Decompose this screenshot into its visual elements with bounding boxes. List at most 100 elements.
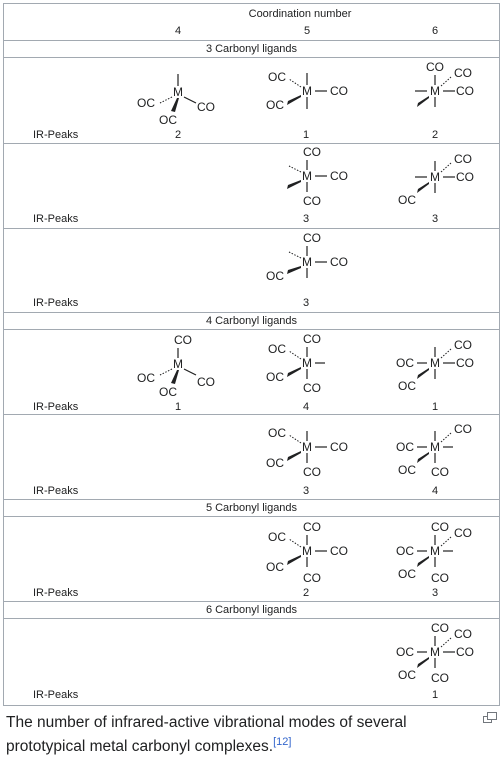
svg-text:OC: OC	[137, 371, 155, 385]
row-divider	[3, 228, 500, 229]
svg-text:M: M	[302, 356, 312, 370]
coordination-number-4: 4	[174, 25, 182, 37]
svg-text:CO: CO	[454, 338, 472, 352]
svg-text:CO: CO	[330, 169, 348, 183]
ir-peaks-label: IR-Peaks	[33, 689, 79, 701]
peak-count: 3	[302, 485, 310, 497]
svg-text:CO: CO	[174, 333, 192, 347]
svg-text:CO: CO	[456, 170, 474, 184]
svg-text:CO: CO	[431, 671, 449, 685]
svg-text:CO: CO	[454, 422, 472, 436]
svg-text:OC: OC	[398, 379, 416, 393]
structure-5coord-3co-b: CO CO M CO	[287, 145, 348, 208]
figure-caption: The number of infrared-active vibrationa…	[6, 711, 476, 759]
structure-octahedral-fac-3co: CO M CO CO	[415, 60, 474, 107]
svg-text:CO: CO	[454, 627, 472, 641]
peak-count: 1	[431, 401, 439, 413]
svg-text:CO: CO	[456, 84, 474, 98]
section-6-carbonyl: 6 Carbonyl ligands	[3, 601, 500, 619]
svg-text:OC: OC	[266, 456, 284, 470]
svg-text:CO: CO	[303, 231, 321, 245]
svg-text:OC: OC	[268, 426, 286, 440]
svg-text:OC: OC	[398, 463, 416, 477]
svg-text:CO: CO	[431, 621, 449, 635]
structure-octahedral-4co-b: CO M OC CO OC	[396, 422, 472, 479]
enlarge-icon[interactable]	[483, 712, 497, 724]
svg-text:M: M	[430, 356, 440, 370]
svg-text:OC: OC	[398, 193, 416, 207]
structure-tetrahedral-3co: M OC OC CO	[137, 74, 215, 127]
svg-text:M: M	[302, 440, 312, 454]
svg-text:M: M	[173, 85, 183, 99]
caption-text: The number of infrared-active vibrationa…	[6, 714, 407, 755]
svg-text:M: M	[430, 645, 440, 659]
svg-text:CO: CO	[197, 375, 215, 389]
svg-text:CO: CO	[330, 255, 348, 269]
svg-text:OC: OC	[266, 560, 284, 574]
svg-text:OC: OC	[159, 385, 177, 399]
peak-count: 4	[431, 485, 439, 497]
svg-text:CO: CO	[330, 440, 348, 454]
svg-text:M: M	[430, 440, 440, 454]
svg-text:CO: CO	[454, 152, 472, 166]
section-3-carbonyl: 3 Carbonyl ligands	[3, 40, 500, 58]
svg-text:OC: OC	[396, 356, 414, 370]
peak-count: 1	[302, 129, 310, 141]
svg-text:OC: OC	[396, 645, 414, 659]
svg-text:CO: CO	[303, 194, 321, 208]
structure-5coord-3co-a: M CO OC OC	[266, 70, 348, 112]
svg-text:M: M	[302, 169, 312, 183]
peak-count: 3	[431, 213, 439, 225]
peak-count: 3	[302, 213, 310, 225]
ir-peaks-label: IR-Peaks	[33, 129, 79, 141]
peak-count: 2	[174, 129, 182, 141]
svg-text:CO: CO	[303, 332, 321, 346]
svg-text:CO: CO	[456, 645, 474, 659]
svg-text:CO: CO	[431, 465, 449, 479]
svg-text:CO: CO	[197, 100, 215, 114]
peak-count: 1	[174, 401, 182, 413]
coordination-number-6: 6	[431, 25, 439, 37]
svg-text:OC: OC	[159, 113, 177, 127]
svg-text:OC: OC	[266, 370, 284, 384]
svg-text:CO: CO	[454, 66, 472, 80]
row-divider	[3, 143, 500, 144]
structure-tetrahedral-4co: CO M OC OC CO	[137, 333, 215, 399]
structure-5coord-4co-b: CO M CO OC OC	[266, 426, 348, 479]
svg-text:CO: CO	[330, 84, 348, 98]
structure-octahedral-mer-3co: M CO CO OC	[398, 152, 474, 207]
ir-peaks-label: IR-Peaks	[33, 587, 79, 599]
svg-text:OC: OC	[266, 98, 284, 112]
svg-text:OC: OC	[268, 530, 286, 544]
svg-text:OC: OC	[396, 544, 414, 558]
svg-text:M: M	[430, 170, 440, 184]
section-4-carbonyl: 4 Carbonyl ligands	[3, 312, 500, 330]
svg-text:CO: CO	[303, 145, 321, 159]
peak-count: 1	[431, 689, 439, 701]
section-5-carbonyl: 5 Carbonyl ligands	[3, 499, 500, 517]
svg-text:CO: CO	[330, 544, 348, 558]
svg-text:CO: CO	[431, 520, 449, 534]
structure-octahedral-5co: CO CO M OC CO OC	[396, 520, 472, 585]
svg-text:CO: CO	[303, 465, 321, 479]
svg-text:CO: CO	[303, 520, 321, 534]
svg-text:CO: CO	[426, 60, 444, 74]
svg-text:OC: OC	[398, 567, 416, 581]
peak-count: 3	[431, 587, 439, 599]
svg-text:OC: OC	[266, 269, 284, 283]
structure-5coord-3co-c: CO M CO OC	[266, 231, 348, 283]
svg-text:M: M	[302, 544, 312, 558]
svg-text:M: M	[302, 255, 312, 269]
peak-count: 3	[302, 297, 310, 309]
svg-text:M: M	[430, 544, 440, 558]
peak-count: 4	[302, 401, 310, 413]
column-header-title: Coordination number	[248, 8, 352, 20]
svg-text:M: M	[173, 357, 183, 371]
coordination-number-5: 5	[303, 25, 311, 37]
svg-text:CO: CO	[456, 356, 474, 370]
svg-text:CO: CO	[454, 526, 472, 540]
table-frame	[3, 3, 500, 706]
citation-link[interactable]: [12]	[273, 735, 292, 748]
row-divider	[3, 414, 500, 415]
structure-5coord-5co: CO CO M CO OC OC	[266, 520, 348, 585]
